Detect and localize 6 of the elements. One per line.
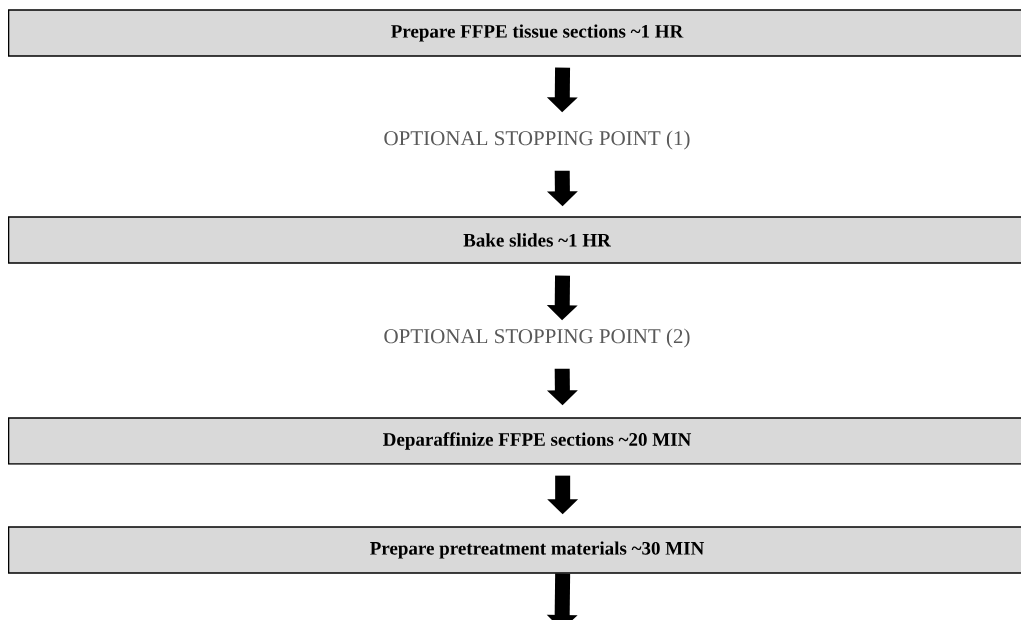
- step-bar: Bake slides ~1 HR: [8, 216, 1021, 264]
- step-bar: Prepare FFPE tissue sections ~1 HR: [8, 9, 1021, 57]
- step-bar: Prepare pretreatment materials ~30 MIN: [8, 526, 1021, 574]
- stopping-point-text: OPTIONAL STOPPING POINT (2): [384, 328, 690, 348]
- stopping-point-text: OPTIONAL STOPPING POINT (1): [384, 130, 690, 150]
- step-bar: Deparaffinize FFPE sections ~20 MIN: [8, 417, 1021, 465]
